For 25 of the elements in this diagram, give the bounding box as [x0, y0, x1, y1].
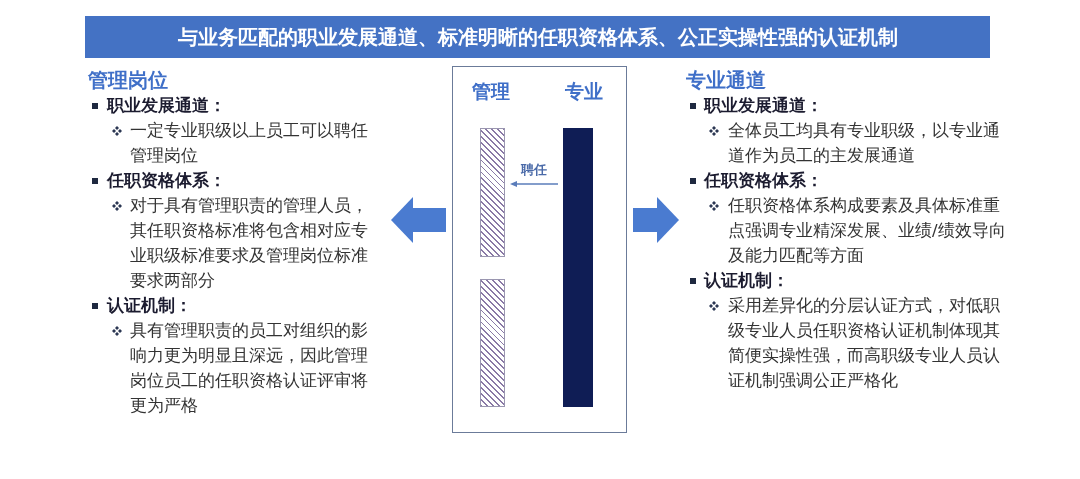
edge-label: 聘任: [519, 162, 549, 178]
solid-bar: [563, 128, 593, 407]
block-arrow: [633, 197, 679, 243]
list-text: 采用差异化的分层认证方式，对低职级专业人员任职资格认证机制体现其简便实操性强，而高职级专业人员认证机制强调公正严格化: [728, 295, 1001, 392]
list-text: 一定专业职级以上员工可以聘任管理岗位: [130, 120, 369, 167]
hatched-bar: [480, 128, 505, 257]
block-arrow: [391, 197, 446, 243]
list-heading: 认证机制：: [704, 270, 789, 292]
column-heading: 专业通道: [686, 68, 766, 92]
panel-frame: [452, 66, 627, 433]
list-heading: 认证机制：: [107, 295, 192, 317]
list-heading: 任职资格体系：: [704, 170, 823, 192]
list-text: 具有管理职责的员工对组织的影响力更为明显且深远，因此管理岗位员工的任职资格认证评审将更为严格: [130, 320, 369, 417]
list-text: 任职资格体系构成要素及具体标准重点强调专业精深发展、业绩/绩效导向及能力匹配等方面: [728, 195, 1007, 267]
list-heading: 职业发展通道：: [704, 95, 823, 117]
column-label: 专业: [565, 79, 603, 103]
hatched-bar: [480, 279, 505, 407]
column-label: 管理: [472, 79, 510, 103]
arrow: [510, 181, 559, 187]
title-banner: 与业务匹配的职业发展通道、标准明晰的任职资格体系、公正实操性强的认证机制: [85, 16, 990, 58]
list-heading: 任职资格体系：: [107, 170, 226, 192]
list-text: 全体员工均具有专业职级，以专业通道作为员工的主发展通道: [728, 120, 1001, 167]
list-heading: 职业发展通道：: [107, 95, 226, 117]
list-text: 对于具有管理职责的管理人员，其任职资格标准将包含相对应专业职级标准要求及管理岗位标准要求两部分: [130, 195, 369, 292]
column-heading: 管理岗位: [88, 68, 168, 92]
